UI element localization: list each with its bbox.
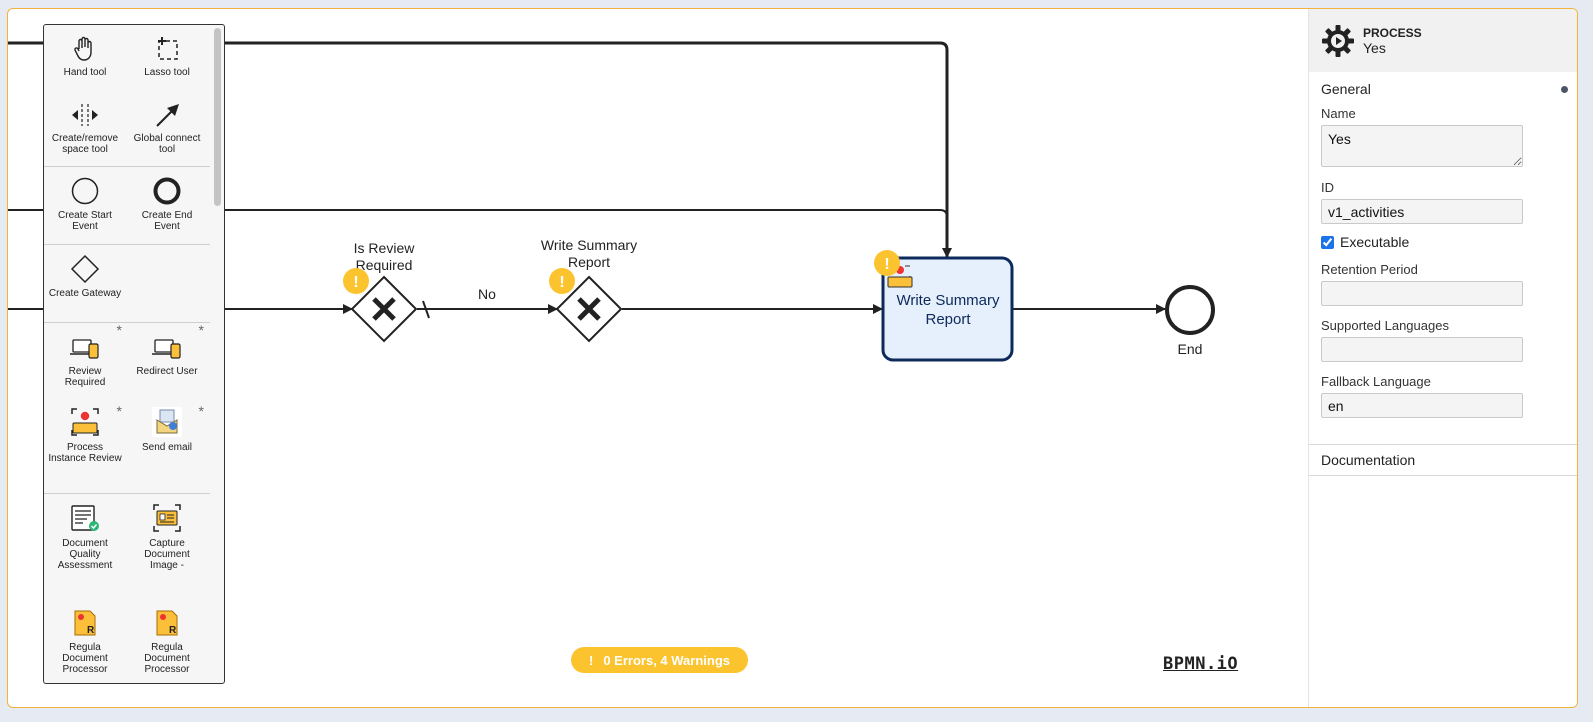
start-event-icon: [71, 177, 99, 205]
palette-group-gateways: Create Gateway: [44, 245, 210, 323]
send-email-button[interactable]: * Send email: [141, 403, 204, 453]
hand-icon: [74, 36, 92, 61]
sequence-flow-middle[interactable]: [8, 209, 948, 239]
warning-icon[interactable]: !: [874, 250, 900, 276]
space-tool-icon: [72, 103, 98, 126]
process-gear-icon: [1322, 24, 1354, 57]
id-field[interactable]: [1321, 199, 1523, 224]
properties-panel: PROCESS Yes General Name Yes ID Executab…: [1308, 9, 1577, 707]
bpmn-io-logo[interactable]: BPMN.iO: [1163, 654, 1239, 674]
gateway-1-label-line2: Required: [356, 257, 413, 273]
hand-tool-button[interactable]: Hand tool: [44, 25, 126, 93]
name-field[interactable]: Yes: [1321, 125, 1523, 167]
regula-icon: R: [74, 610, 96, 636]
palette-group-events: Create Start Event Create End Event: [44, 167, 210, 245]
executable-label: Executable: [1340, 234, 1410, 250]
gateway-2-label-line2: Report: [568, 254, 610, 270]
svg-text:R: R: [87, 625, 95, 636]
palette-group-tools: Hand tool Lasso tool Create/remove space…: [44, 25, 210, 167]
element-name: Yes: [1363, 39, 1386, 56]
connect-arrow-icon: [156, 103, 179, 127]
gateway-write-summary-report[interactable]: [555, 275, 623, 343]
general-section-title: General: [1321, 81, 1371, 97]
lasso-tool-button[interactable]: Lasso tool: [126, 25, 208, 93]
document-quality-assessment-button[interactable]: Document Quality Assessment: [44, 494, 126, 583]
document-check-icon: [71, 505, 99, 531]
palette-group-documents: Document Quality Assessment Capture Docu…: [44, 494, 210, 683]
retention-period-field[interactable]: [1321, 281, 1523, 306]
palette-scrollbar[interactable]: [214, 28, 221, 206]
custom-star: *: [198, 322, 204, 338]
redirect-user-button[interactable]: * Redirect User: [136, 322, 204, 377]
gateway-2-label-line1: Write Summary: [541, 237, 637, 253]
retention-period-label: Retention Period: [1321, 262, 1418, 277]
flow-no-label: No: [478, 286, 496, 302]
custom-star: *: [116, 322, 122, 338]
gateway-1-label-line1: Is Review: [354, 240, 416, 256]
end-event-label: End: [1178, 341, 1203, 357]
task-label-line1: Write Summary: [896, 292, 1000, 309]
space-tool-button[interactable]: Create/remove space tool: [44, 95, 126, 165]
palette-group-custom-tasks: * Review Required * Redirect User * Proc…: [44, 323, 210, 494]
capture-document-image-button[interactable]: Capture Document Image -: [126, 494, 208, 583]
svg-text:!: !: [884, 256, 889, 273]
svg-text:!: !: [559, 274, 564, 291]
warning-icon: !: [588, 652, 594, 668]
warning-icon[interactable]: !: [343, 268, 369, 294]
end-event-icon: [153, 177, 181, 205]
lasso-icon: [158, 37, 178, 60]
global-connect-tool-button[interactable]: Global connect tool: [126, 95, 208, 165]
gateway-is-review-required[interactable]: [350, 275, 418, 343]
diagram-canvas[interactable]: Is Review Required ! No Write Summary Re…: [8, 9, 1578, 708]
default-flow-slash: [422, 300, 430, 319]
fallback-language-label: Fallback Language: [1321, 374, 1431, 389]
end-event[interactable]: [1165, 285, 1215, 335]
supported-languages-field[interactable]: [1321, 337, 1523, 362]
task-label-line2: Report: [925, 311, 971, 328]
scan-icon: [71, 408, 99, 436]
section-divider: [1309, 444, 1577, 445]
documentation-section-title: Documentation: [1321, 452, 1416, 468]
warnings-badge[interactable]: ! 0 Errors, 4 Warnings: [571, 647, 748, 673]
review-required-button[interactable]: * Review Required: [64, 322, 122, 388]
name-label: Name: [1321, 106, 1356, 121]
laptop-phone-icon: [152, 339, 181, 359]
regula-document-processor-button[interactable]: R Regula Document Processor: [44, 604, 126, 683]
sequence-flow-top[interactable]: [8, 41, 952, 258]
svg-text:!: !: [353, 274, 358, 291]
create-start-event-button[interactable]: Create Start Event: [44, 167, 126, 244]
tool-palette: Hand tool Lasso tool Create/remove space…: [43, 24, 225, 684]
section-changed-indicator: [1561, 85, 1568, 93]
documentation-section-header[interactable]: Documentation: [1309, 445, 1577, 476]
properties-header: PROCESS Yes: [1309, 9, 1577, 72]
general-section-header[interactable]: General: [1309, 74, 1577, 104]
warnings-text: 0 Errors, 4 Warnings: [603, 652, 730, 668]
fallback-language-field[interactable]: [1321, 393, 1523, 418]
regula-document-processor-button-2[interactable]: R Regula Document Processor: [126, 604, 208, 683]
scan-task-icon: [887, 265, 913, 288]
bpmn-modeler: Is Review Required ! No Write Summary Re…: [7, 8, 1578, 708]
supported-languages-label: Supported Languages: [1321, 318, 1449, 333]
svg-text:R: R: [169, 625, 177, 636]
custom-star: *: [198, 403, 204, 419]
capture-doc-icon: [153, 504, 181, 532]
regula-icon: R: [156, 610, 178, 636]
create-gateway-button[interactable]: Create Gateway: [44, 245, 126, 322]
custom-star: *: [116, 403, 122, 419]
gateway-icon: [70, 254, 100, 284]
id-label: ID: [1321, 180, 1334, 195]
executable-checkbox-row[interactable]: Executable: [1309, 234, 1577, 250]
warning-icon[interactable]: !: [549, 268, 575, 294]
executable-checkbox[interactable]: [1321, 235, 1334, 249]
create-end-event-button[interactable]: Create End Event: [126, 167, 208, 244]
laptop-phone-icon: [70, 339, 99, 359]
email-icon: [152, 407, 182, 437]
task-write-summary-report[interactable]: Write Summary Report: [881, 256, 1014, 362]
element-type: PROCESS: [1363, 25, 1422, 40]
process-instance-review-button[interactable]: * Process Instance Review: [48, 403, 122, 464]
